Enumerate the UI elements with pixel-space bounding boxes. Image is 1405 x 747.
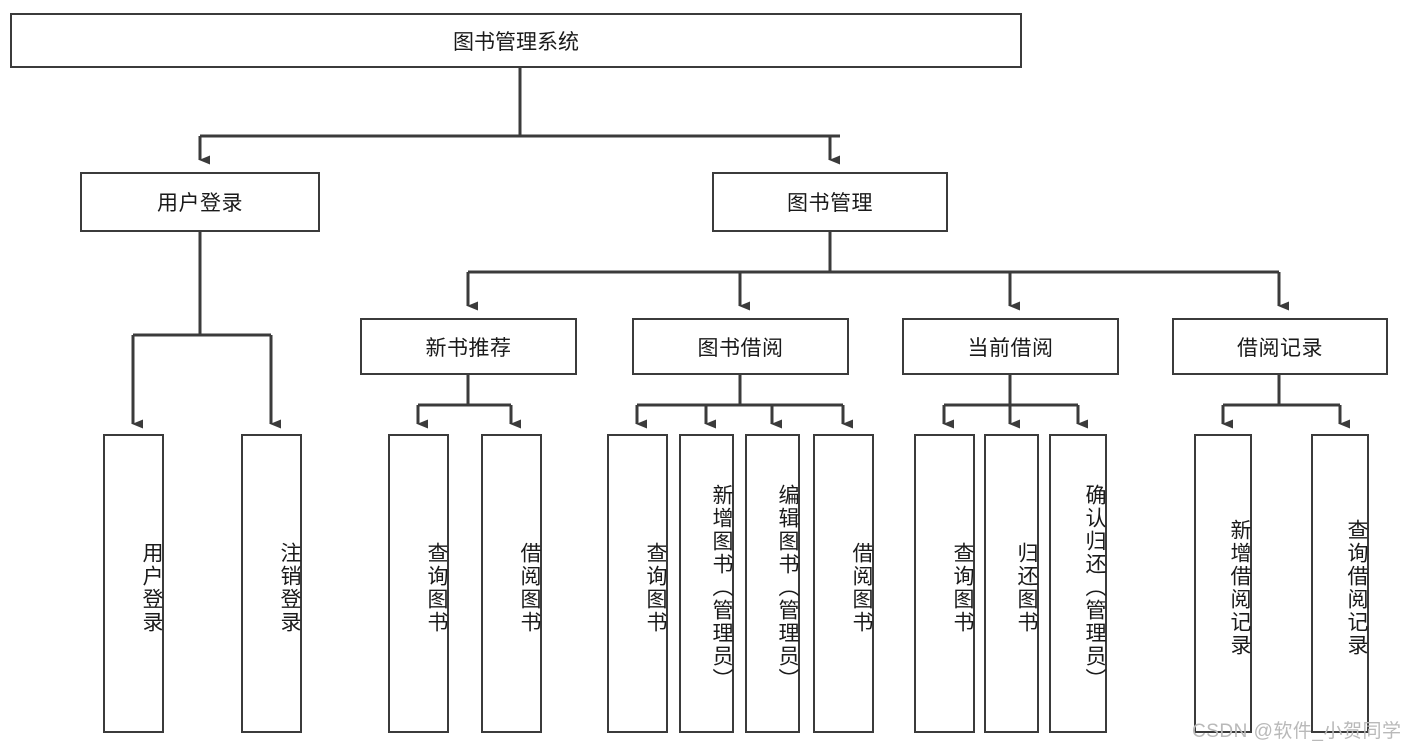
node-book-management[interactable]: 图书管理 [712, 172, 948, 232]
leaf-label: 查询借阅记录 [1345, 518, 1368, 657]
node-label: 图书借阅 [697, 336, 784, 360]
node-new-book-recommend[interactable]: 新书推荐 [360, 318, 577, 375]
node-label: 当前借阅 [967, 336, 1054, 360]
leaf-add-book-admin[interactable]: 新增图书（管理员） [679, 434, 734, 733]
leaf-label: 用户登录 [140, 541, 163, 634]
leaf-label: 编辑图书（管理员） [776, 484, 799, 691]
node-label: 借阅记录 [1237, 336, 1323, 360]
leaf-user-login[interactable]: 用户登录 [103, 434, 164, 733]
leaf-query-book-borrow[interactable]: 查询图书 [607, 434, 668, 733]
leaf-label: 注销登录 [278, 541, 301, 634]
leaf-label: 归还图书 [1015, 541, 1038, 634]
leaf-borrow-book-recommend[interactable]: 借阅图书 [481, 434, 542, 733]
leaf-query-book-recommend[interactable]: 查询图书 [388, 434, 449, 733]
leaf-label: 借阅图书 [518, 541, 541, 634]
leaf-query-borrow-record[interactable]: 查询借阅记录 [1311, 434, 1369, 733]
leaf-borrow-book[interactable]: 借阅图书 [813, 434, 874, 733]
csdn-watermark: CSDN @软件_小贺同学 [1192, 721, 1402, 742]
leaf-add-borrow-record[interactable]: 新增借阅记录 [1194, 434, 1252, 733]
node-label: 图书管理系统 [453, 30, 579, 54]
node-root-book-management-system[interactable]: 图书管理系统 [10, 13, 1022, 68]
leaf-confirm-return-admin[interactable]: 确认归还（管理员） [1049, 434, 1107, 733]
leaf-label: 确认归还（管理员） [1083, 484, 1106, 691]
leaf-label: 查询图书 [951, 541, 974, 634]
leaf-label: 新增图书（管理员） [710, 484, 733, 691]
node-user-login[interactable]: 用户登录 [80, 172, 320, 232]
leaf-label: 借阅图书 [850, 541, 873, 634]
leaf-query-book-current[interactable]: 查询图书 [914, 434, 975, 733]
leaf-label: 查询图书 [644, 541, 667, 634]
leaf-edit-book-admin[interactable]: 编辑图书（管理员） [745, 434, 800, 733]
leaf-logout-login[interactable]: 注销登录 [241, 434, 302, 733]
node-label: 用户登录 [157, 192, 243, 215]
node-book-borrow[interactable]: 图书借阅 [632, 318, 849, 375]
node-current-borrow[interactable]: 当前借阅 [902, 318, 1119, 375]
node-borrow-record[interactable]: 借阅记录 [1172, 318, 1388, 375]
leaf-return-book[interactable]: 归还图书 [984, 434, 1039, 733]
leaf-label: 查询图书 [425, 541, 448, 634]
node-label: 图书管理 [787, 192, 873, 215]
node-label: 新书推荐 [425, 336, 512, 360]
leaf-label: 新增借阅记录 [1228, 518, 1251, 657]
